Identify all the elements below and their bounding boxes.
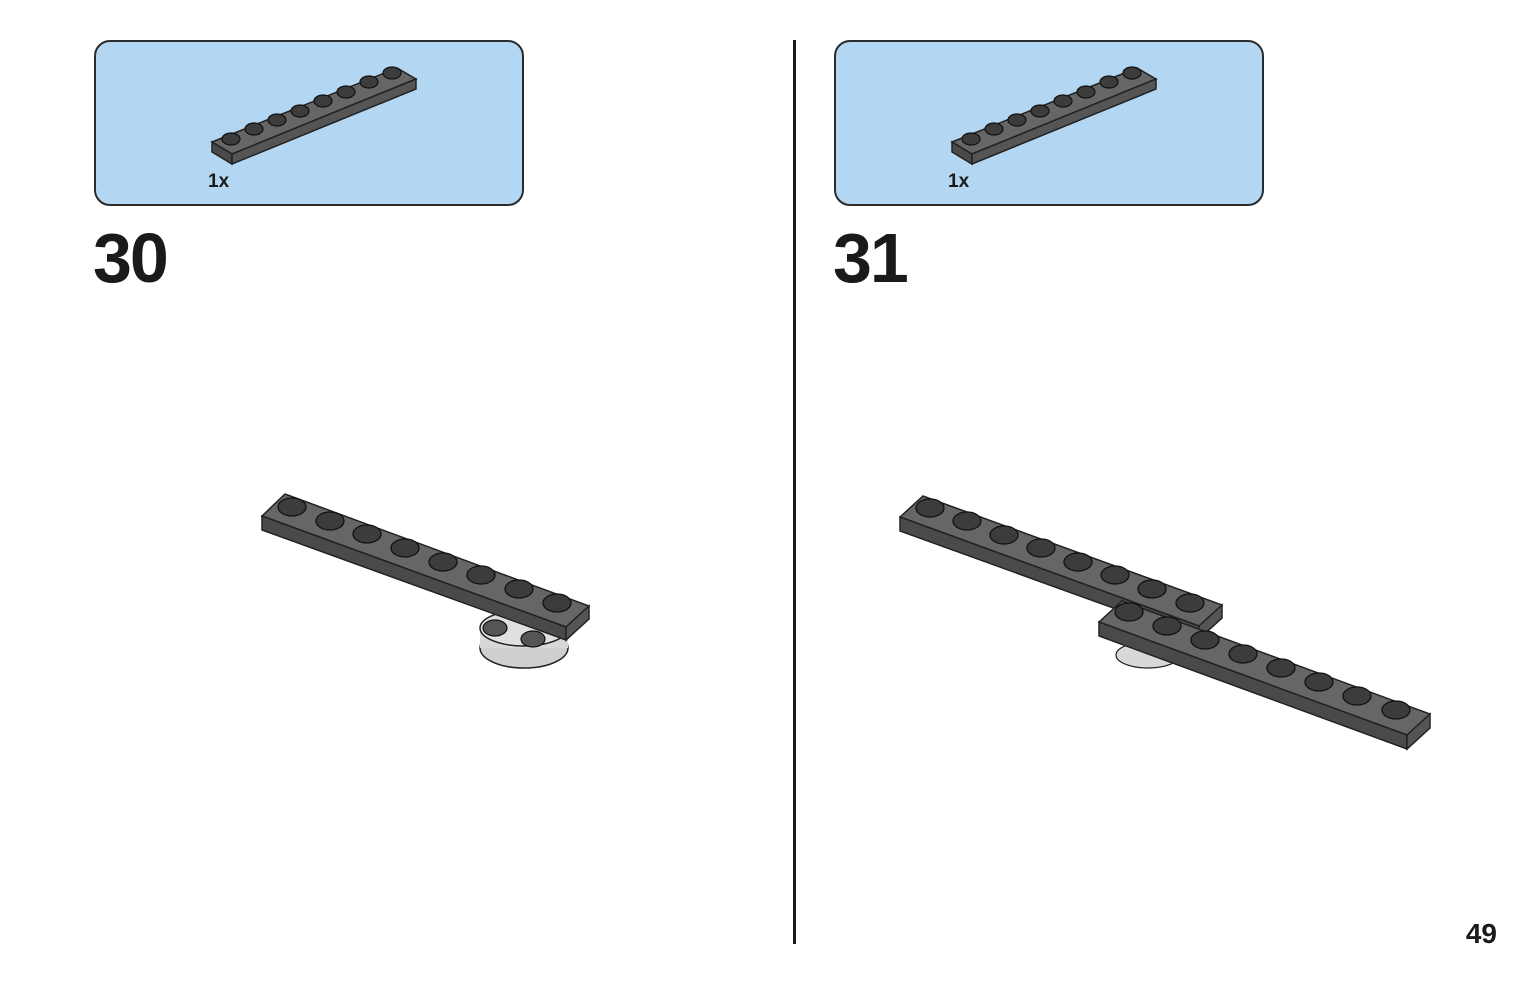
part-quantity: 1x [948,171,970,192]
page-number: 49 [1465,918,1497,949]
plate-1x8-icon [210,66,418,166]
step-31-parts-callout: 1x [834,40,1264,206]
step-number: 31 [833,219,909,297]
part-quantity: 1x [208,171,230,192]
step-30-parts-callout: 1x [94,40,524,206]
step-number: 30 [93,219,169,297]
plate-1x8-icon [950,66,1158,166]
page-divider [793,40,796,944]
